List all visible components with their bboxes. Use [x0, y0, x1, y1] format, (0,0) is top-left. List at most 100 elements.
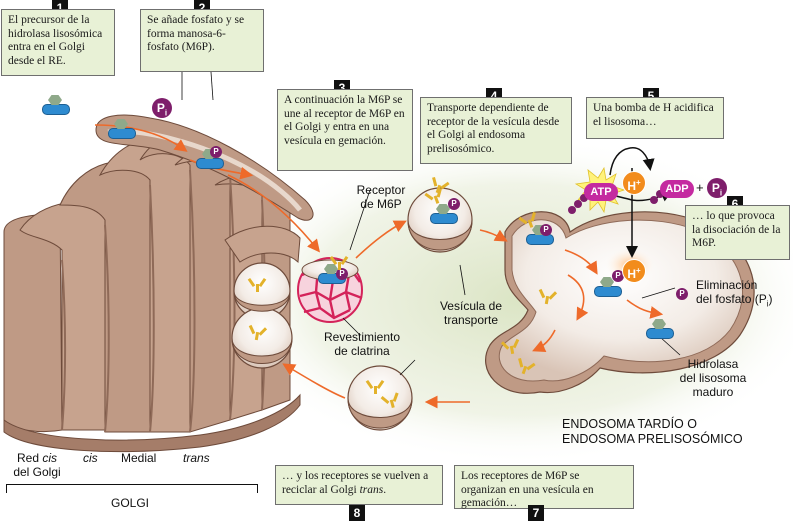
arriving-hydrolase-pill [526, 234, 554, 245]
mature-hydrolase-hexagon [652, 319, 666, 329]
recycled-receptor-2 [247, 324, 268, 342]
step-3-callout: A continuación la M6P se une al receptor… [277, 89, 413, 171]
arriving-hydrolase-hexagon [532, 225, 546, 235]
plus-sign: + [696, 180, 704, 195]
hydrolase-m6p-phosphate: P [210, 146, 222, 158]
atp-phosphate-bead-3 [580, 194, 588, 202]
golgi-medial-label: Medial [121, 451, 157, 465]
golgi-trans-label: trans [183, 451, 210, 465]
golgi-front-face [3, 393, 301, 453]
golgi-top-sac-lumen [107, 128, 302, 212]
step-2-callout: Se añade fosfato y se forma manosa-6-fos… [140, 9, 264, 72]
transport-vesicle-line-1: Vesícula de [439, 299, 503, 313]
golgi-entry-hydrolase-hexagon [114, 119, 128, 129]
phosphorylated-hydrolase-pill [196, 158, 224, 169]
mature-hydrolase-line-2: del lisosoma [679, 371, 747, 385]
clathrin-line-2: de clatrina [334, 344, 390, 358]
pathway-arrows [94, 124, 664, 409]
dissociated-phosphate: P [612, 270, 624, 282]
pi-sub: i [164, 108, 168, 118]
step-4-callout: Transporte dependiente de receptor de la… [420, 97, 572, 164]
step-8-text-post: . [383, 483, 387, 496]
transport-vesicle-line-2: transporte [443, 313, 499, 327]
dissociated-hydrolase-hexagon [600, 277, 614, 287]
receptor-m6p-line-2: de M6P [360, 197, 402, 211]
golgi-cis-label: cis [83, 451, 98, 465]
step-7-number: 7 [528, 505, 544, 521]
step-6-callout: … lo que provoca la disociación de la M6… [685, 205, 790, 260]
golgi-cis-network-pre: Red [16, 451, 43, 465]
er-precursor-pill [42, 104, 70, 115]
golgi-label: GOLGI [110, 496, 149, 510]
golgi-trans-arm-1 [224, 225, 301, 264]
step-8-text-pre: … y los receptores se vuelven a reciclar… [282, 470, 429, 496]
golgi-bracket [6, 484, 258, 493]
mature-hydrolase-line-1: Hidrolasa [687, 357, 739, 371]
recycling-vesicle [347, 365, 413, 431]
golgi-base [3, 213, 63, 433]
mature-hydrolase-pill [646, 328, 674, 339]
released-pi-letter: P [711, 181, 720, 195]
phosphate-removal-sub: i [766, 299, 769, 309]
golgi-cis-network-italic: cis [42, 451, 58, 465]
clathrin-line-1: Revestimiento [323, 330, 401, 344]
golgi-entry-hydrolase-pill [108, 128, 136, 139]
golgi-cis-network-line-2: del Golgi [13, 465, 61, 479]
endosome-line-2: ENDOSOMA PRELISOSÓMICO [562, 432, 743, 446]
step-8-text-italic: trans [359, 483, 384, 496]
adp-phosphate-bead-2 [656, 190, 664, 198]
phosphorylated-hydrolase-hexagon [202, 149, 216, 159]
adp-phosphate-bead-1 [650, 196, 658, 204]
lumen-proton-h: H [627, 267, 636, 281]
golgi-lumen-lines [61, 169, 266, 433]
er-precursor-hexagon [48, 95, 62, 105]
proton-h: H [627, 179, 636, 193]
vesicle-hydrolase-pill [430, 213, 458, 224]
proton-badge-lumen: H+ [622, 259, 646, 283]
bound-phosphate: P [336, 268, 348, 280]
removed-phosphate: P [676, 288, 688, 300]
step-7-callout: Los receptores de M6P se organizan en un… [454, 465, 634, 509]
receptor-m6p-line-1: Receptor [356, 183, 406, 197]
dissociated-hydrolase-pill [594, 286, 622, 297]
endosome-receptor-1 [537, 288, 558, 306]
mature-hydrolase-line-3: maduro [692, 385, 734, 399]
step-8-number: 8 [349, 505, 365, 521]
vesicle-hydrolase-hexagon [436, 204, 450, 214]
golgi-top-sac [95, 114, 314, 221]
phosphate-removal-line-3: ) [768, 292, 773, 306]
step-8-callout: … y los receptores se vuelven a reciclar… [275, 465, 443, 505]
recycled-receptor-1 [247, 277, 267, 292]
proton-plus: + [636, 178, 641, 187]
phosphate-removal-line-1: Eliminación [696, 278, 758, 292]
adp-badge: ADP [660, 180, 694, 198]
atp-phosphate-bead-2 [574, 200, 582, 208]
step-5-callout: Una bomba de H acidifica el lisosoma… [586, 97, 724, 139]
recycling-receptor-1 [365, 379, 385, 394]
vesicle-phosphate: P [448, 198, 460, 210]
bound-hydrolase-hexagon [324, 264, 338, 274]
released-pi-badge: Pi [707, 178, 727, 198]
lumen-proton-plus: + [636, 266, 641, 275]
bound-receptor [329, 255, 349, 270]
atp-phosphate-bead-1 [568, 206, 576, 214]
golgi-left-vesicles [231, 262, 293, 369]
phosphate-removal-line-2: del fosfato (P [696, 292, 767, 306]
released-pi-sub: i [719, 188, 723, 198]
pi-letter: P [156, 101, 165, 115]
proton-badge-cytosol: H+ [622, 171, 646, 195]
atp-badge: ATP [584, 183, 618, 201]
phosphate-pi-badge: Pi [152, 98, 172, 118]
arriving-phosphate: P [540, 224, 552, 236]
endosome-line-1: ENDOSOMA TARDÍO O [562, 417, 697, 431]
step-1-callout: El precursor de la hidrolasa lisosómica … [1, 9, 115, 76]
